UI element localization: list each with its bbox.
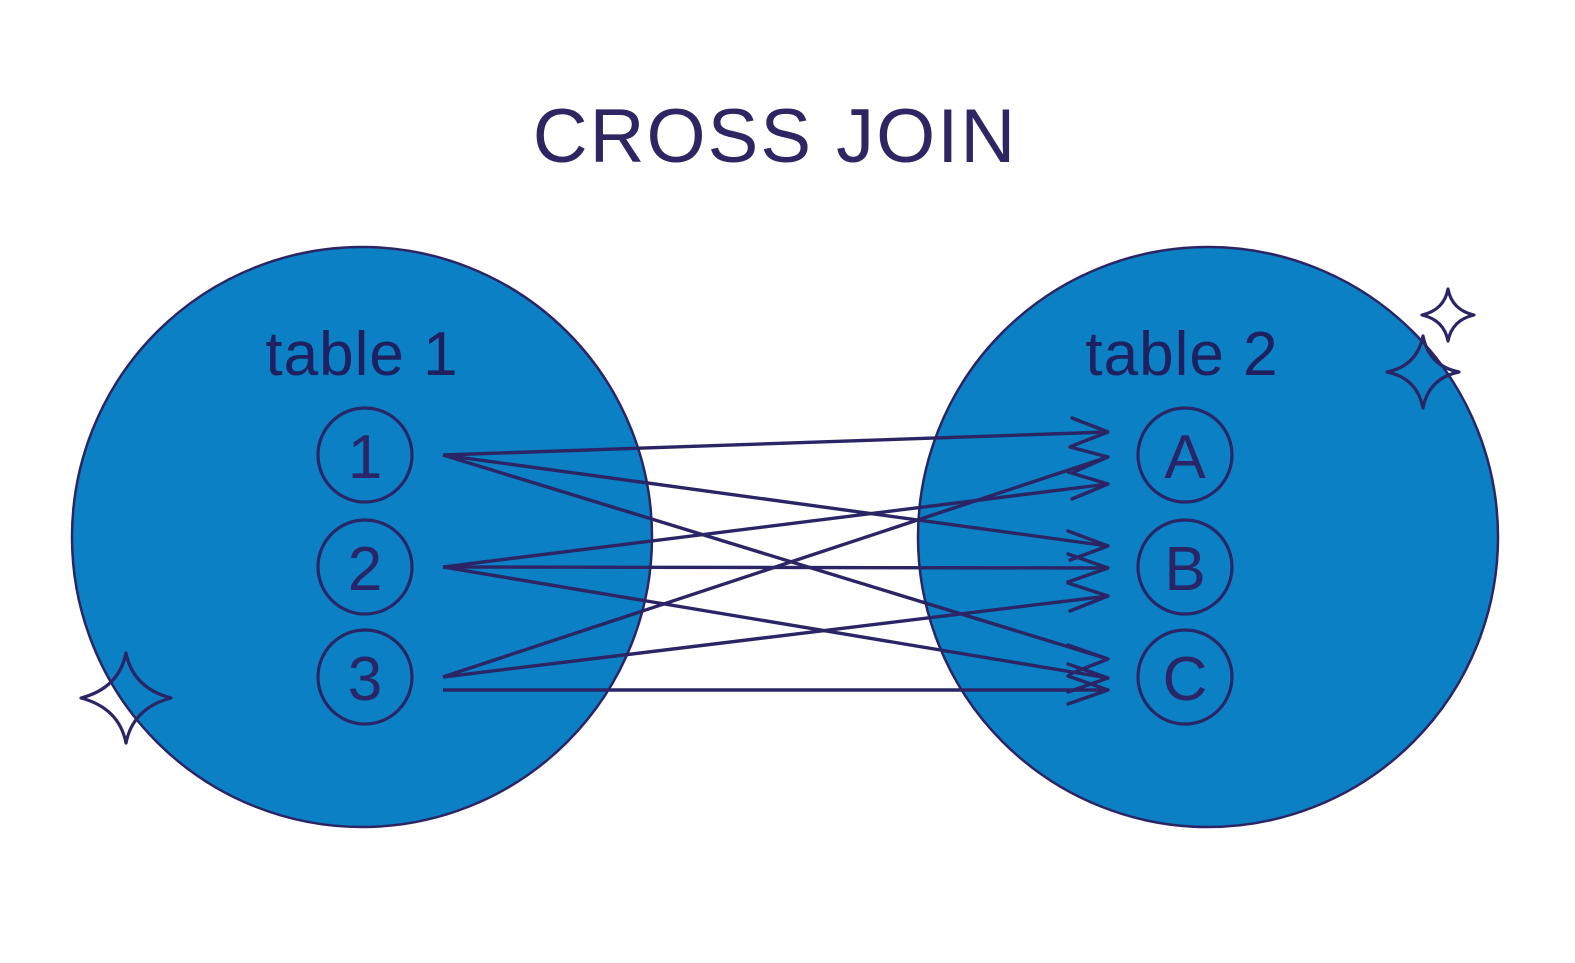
table-2-circle[interactable] <box>916 245 1500 829</box>
node-1-circle[interactable] <box>316 406 414 504</box>
table-2-label: table 2 <box>1085 320 1278 389</box>
node-B-circle[interactable] <box>1136 518 1234 616</box>
decorative-sparkles <box>79 287 1476 745</box>
arrowhead-3-C <box>1066 674 1110 706</box>
link-2-B <box>442 565 1109 570</box>
node-A-label: A <box>1164 423 1206 492</box>
arrowhead-2-C <box>1066 662 1110 694</box>
node-A[interactable]: A <box>1136 406 1234 504</box>
node-C[interactable]: C <box>1136 628 1234 726</box>
arrowhead-2-B <box>1066 552 1110 584</box>
node-C-circle[interactable] <box>1136 628 1234 726</box>
arrowhead-3-B <box>1066 581 1110 613</box>
node-B-label: B <box>1164 535 1205 604</box>
table-1-label: table 1 <box>265 320 458 389</box>
connection-lines <box>442 416 1110 706</box>
page-title: CROSS JOIN <box>533 94 1018 179</box>
arrowhead-3-A <box>1068 445 1110 474</box>
node-2[interactable]: 2 <box>316 518 414 616</box>
sparkle-icon-bottom-left <box>79 651 173 745</box>
table-1-nodes: 1 2 3 <box>316 406 414 726</box>
link-2-A <box>442 482 1109 569</box>
node-3-circle[interactable] <box>316 628 414 726</box>
link-3-B <box>442 594 1109 679</box>
table-1-circle[interactable] <box>70 245 654 829</box>
arrowhead-1-B <box>1066 529 1110 562</box>
link-1-A <box>442 430 1109 457</box>
arrowhead-2-A <box>1066 470 1110 501</box>
node-2-label: 2 <box>348 535 382 604</box>
sparkle-icon-top-right-large <box>1385 334 1461 410</box>
node-1[interactable]: 1 <box>316 406 414 504</box>
sparkle-icon-top-right-small <box>1420 287 1476 343</box>
link-2-C <box>442 565 1109 680</box>
node-3[interactable]: 3 <box>316 628 414 726</box>
node-B[interactable]: B <box>1136 518 1234 616</box>
arrowhead-1-A <box>1070 416 1110 448</box>
node-A-circle[interactable] <box>1136 406 1234 504</box>
table-2-nodes: A B C <box>1136 406 1234 726</box>
node-3-label: 3 <box>348 645 382 714</box>
link-1-C <box>442 453 1109 661</box>
node-2-circle[interactable] <box>316 518 414 616</box>
node-1-label: 1 <box>348 423 382 492</box>
link-1-B <box>442 453 1109 548</box>
node-C-label: C <box>1163 645 1208 714</box>
